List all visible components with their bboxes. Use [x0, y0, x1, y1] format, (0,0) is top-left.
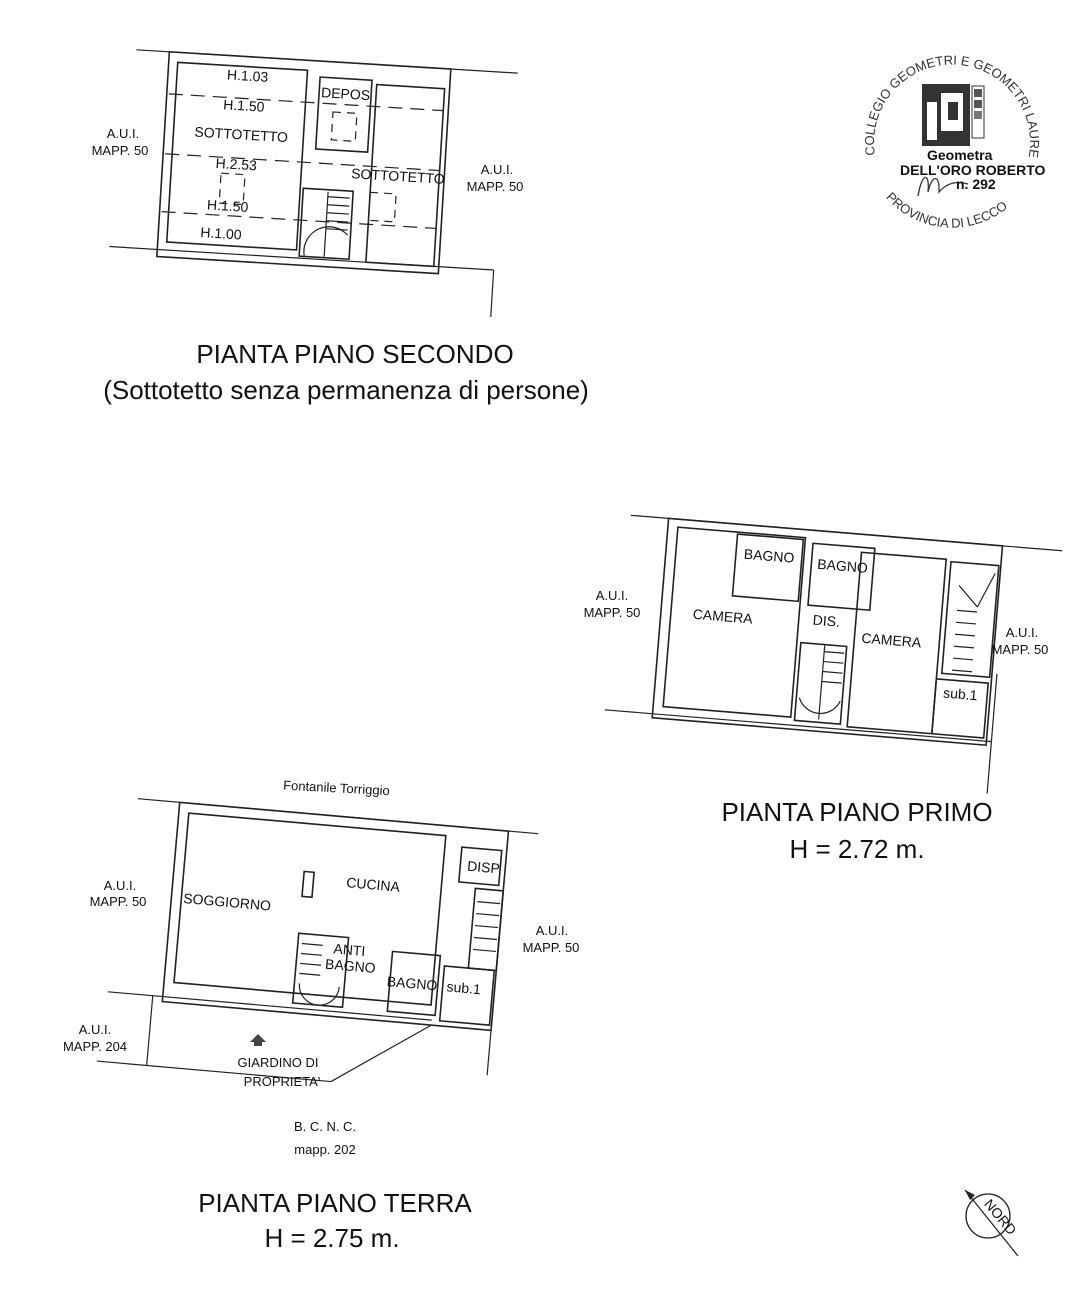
room-label: SOTTOTETTO — [351, 165, 446, 187]
room-label: CAMERA — [692, 606, 754, 627]
entrance-arrow-icon — [250, 1034, 266, 1046]
garden-label: GIARDINO DI — [238, 1055, 319, 1070]
bcnc-label: B. C. N. C. — [294, 1119, 356, 1134]
neighbor-label: A.U.I. — [596, 588, 629, 603]
plan-piano-primo: BAGNO BAGNO CAMERA DIS. CAMERA sub.1 — [604, 514, 1063, 794]
stair-steps — [303, 191, 350, 257]
plan-subtitle: (Sottotetto senza permanenza di persone) — [103, 375, 589, 405]
stair-steps — [298, 942, 340, 1006]
room-label: SOTTOTETTO — [194, 124, 289, 146]
svg-text:COLLEGIO GEOMETRI E GEOMETRI L: COLLEGIO GEOMETRI E GEOMETRI LAUREATI — [0, 0, 1042, 159]
neighbor-label: MAPP. 50 — [467, 179, 524, 194]
neighbor-label: A.U.I. — [481, 162, 514, 177]
room-sub1 — [930, 678, 990, 739]
staircase — [940, 560, 1000, 679]
room-soggiorno-cucina — [173, 812, 447, 1006]
neighbor-label: MAPP. 50 — [992, 642, 1049, 657]
column — [301, 870, 316, 899]
plan-title: PIANTA PIANO TERRA — [198, 1188, 472, 1218]
room-label: SOGGIORNO — [183, 890, 272, 914]
neighbor-label: MAPP. 50 — [92, 143, 149, 158]
room-label: DISP. — [467, 858, 503, 877]
room-label: ANTI — [333, 940, 366, 959]
room-camera-right — [846, 551, 948, 735]
chimney-outline — [330, 111, 358, 142]
professional-stamp: COLLEGIO GEOMETRI E GEOMETRI LAUREATI PR… — [0, 0, 1046, 231]
stamp-ring-text: COLLEGIO GEOMETRI E GEOMETRI LAUREATI — [0, 0, 1042, 159]
stamp-role: Geometra — [927, 147, 993, 163]
height-label: H.1.50 — [207, 196, 249, 215]
plan-height: H = 2.75 m. — [264, 1223, 399, 1253]
plan-piano-terra: SOGGIORNO CUCINA DISP. ANTI BAGNO BAGNO … — [96, 798, 539, 1083]
room-label: BAGNO — [386, 973, 438, 993]
plan-title: PIANTA PIANO SECONDO — [196, 339, 513, 369]
height-label: H.1.50 — [223, 96, 265, 115]
room-sottotetto-left — [165, 61, 309, 251]
room-bagno — [731, 533, 805, 603]
neighbor-label: MAPP. 50 — [523, 940, 580, 955]
plan-piano-secondo: H.1.03 H.1.50 SOTTOTETTO H.2.53 H.1.50 H… — [109, 49, 518, 317]
neighbor-label: MAPP. 204 — [63, 1039, 127, 1054]
boundary-line — [604, 709, 992, 743]
north-arrow-icon: NORD — [964, 1189, 1020, 1257]
outer-wall — [651, 517, 1004, 747]
boundary-line — [330, 1024, 432, 1083]
plan-height: H = 2.72 m. — [789, 834, 924, 864]
signature — [917, 176, 969, 197]
neighbor-label: A.U.I. — [107, 126, 140, 141]
plan-title: PIANTA PIANO PRIMO — [721, 797, 992, 827]
staircase — [298, 187, 355, 261]
outer-wall — [155, 50, 452, 275]
chimney-outline — [367, 191, 397, 223]
neighbor-label: MAPP. 50 — [90, 894, 147, 909]
room-sottotetto-right — [365, 83, 446, 268]
stair-steps — [798, 644, 845, 720]
boundary-line — [96, 1060, 332, 1083]
staircase — [467, 887, 505, 972]
room-disp — [457, 846, 503, 887]
neighbor-label: A.U.I. — [104, 878, 137, 893]
room-label: DEPOS — [321, 84, 371, 103]
boundary-line — [146, 995, 154, 1066]
svg-text:PROVINCIA DI LECCO: PROVINCIA DI LECCO — [883, 189, 1010, 231]
room-label: DIS. — [812, 612, 840, 630]
room-depos — [314, 76, 373, 153]
boundary-line — [109, 245, 494, 271]
height-label: H.1.00 — [200, 224, 242, 243]
stamp-ring-text: PROVINCIA DI LECCO — [883, 189, 1010, 231]
staircase — [793, 641, 848, 726]
neighbor-label: A.U.I. — [536, 923, 569, 938]
room-label: CAMERA — [861, 630, 923, 651]
height-line — [168, 93, 444, 112]
boundary-line — [490, 269, 495, 317]
room-bagno — [807, 542, 876, 612]
stamp-logo-icon — [922, 84, 985, 146]
height-label: H.2.53 — [215, 155, 257, 174]
room-label: BAGNO — [743, 546, 795, 566]
room-label: BAGNO — [817, 556, 869, 576]
stamp-name: DELL'ORO ROBERTO — [900, 162, 1046, 178]
neighbor-label: A.U.I. — [1006, 625, 1039, 640]
stair-steps — [952, 573, 996, 673]
height-label: H.1.03 — [227, 66, 269, 85]
room-bagno — [386, 950, 442, 1017]
room-label: sub.1 — [943, 685, 979, 704]
boundary-line — [107, 991, 432, 1021]
height-line — [165, 153, 440, 172]
bcnc-mapp-label: mapp. 202 — [294, 1142, 355, 1157]
neighbor-label: A.U.I. — [79, 1022, 112, 1037]
street-label: Fontanile Torriggio — [283, 778, 390, 799]
garden-label: PROPRIETA' — [244, 1074, 321, 1089]
room-sub1 — [438, 965, 496, 1027]
boundary-line — [986, 673, 998, 794]
room-camera-left — [662, 526, 807, 718]
room-label: sub.1 — [446, 978, 482, 997]
height-line — [161, 211, 437, 230]
room-label: CUCINA — [346, 874, 402, 895]
room-label: BAGNO — [325, 956, 377, 976]
stair-steps — [472, 901, 501, 953]
neighbor-label: MAPP. 50 — [584, 605, 641, 620]
stamp-number: n. 292 — [956, 176, 996, 192]
